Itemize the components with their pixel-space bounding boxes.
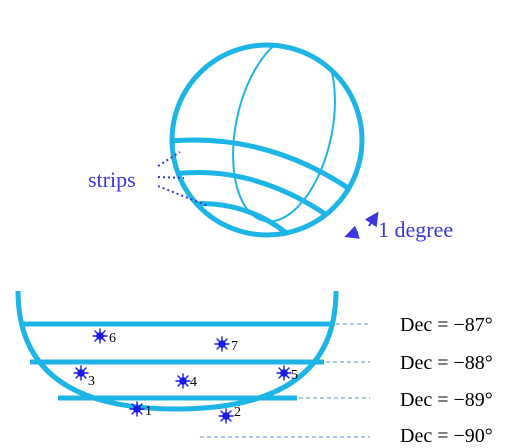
star-label-6: 6 [109, 331, 116, 346]
cap-outline [15, 290, 339, 412]
star-label-2: 2 [234, 405, 241, 420]
star-icon-2 [218, 408, 234, 424]
star-icon-1 [129, 401, 145, 417]
star-icon-5 [276, 365, 292, 381]
star-label-3: 3 [88, 374, 95, 389]
polar-cap-figure: Dec = −87° Dec = −88° Dec = −89° Dec = −… [15, 290, 493, 447]
star-label-7: 7 [231, 339, 238, 354]
dec-label-88: Dec = −88° [400, 352, 493, 374]
strips-label: strips [88, 167, 136, 192]
star-icon-3 [73, 365, 89, 381]
strip-boundary-2 [172, 170, 354, 235]
degree-label: 1 degree [378, 217, 453, 242]
dec-label-89: Dec = −89° [400, 389, 493, 411]
degree-arrow-upper [364, 211, 379, 228]
strips-pointer-1 [157, 151, 181, 167]
sphere-figure: strips 1 degree [88, 42, 453, 242]
star-icon-4 [175, 373, 191, 389]
degree-arrow-lower [344, 225, 360, 239]
star-icon-7 [214, 336, 230, 352]
star-label-5: 5 [291, 368, 298, 383]
dec-label-87: Dec = −87° [400, 314, 493, 336]
dec-label-90: Dec = −90° [400, 425, 493, 447]
star-icon-6 [92, 328, 108, 344]
star-label-1: 1 [145, 404, 152, 419]
star-label-4: 4 [190, 375, 197, 390]
sphere-inner-lines [172, 45, 362, 235]
meridian-ellipse [232, 45, 336, 223]
strip-boundary-3 [179, 201, 302, 235]
strips-pointer-3 [157, 185, 209, 207]
strips-pointer-2 [157, 176, 185, 179]
